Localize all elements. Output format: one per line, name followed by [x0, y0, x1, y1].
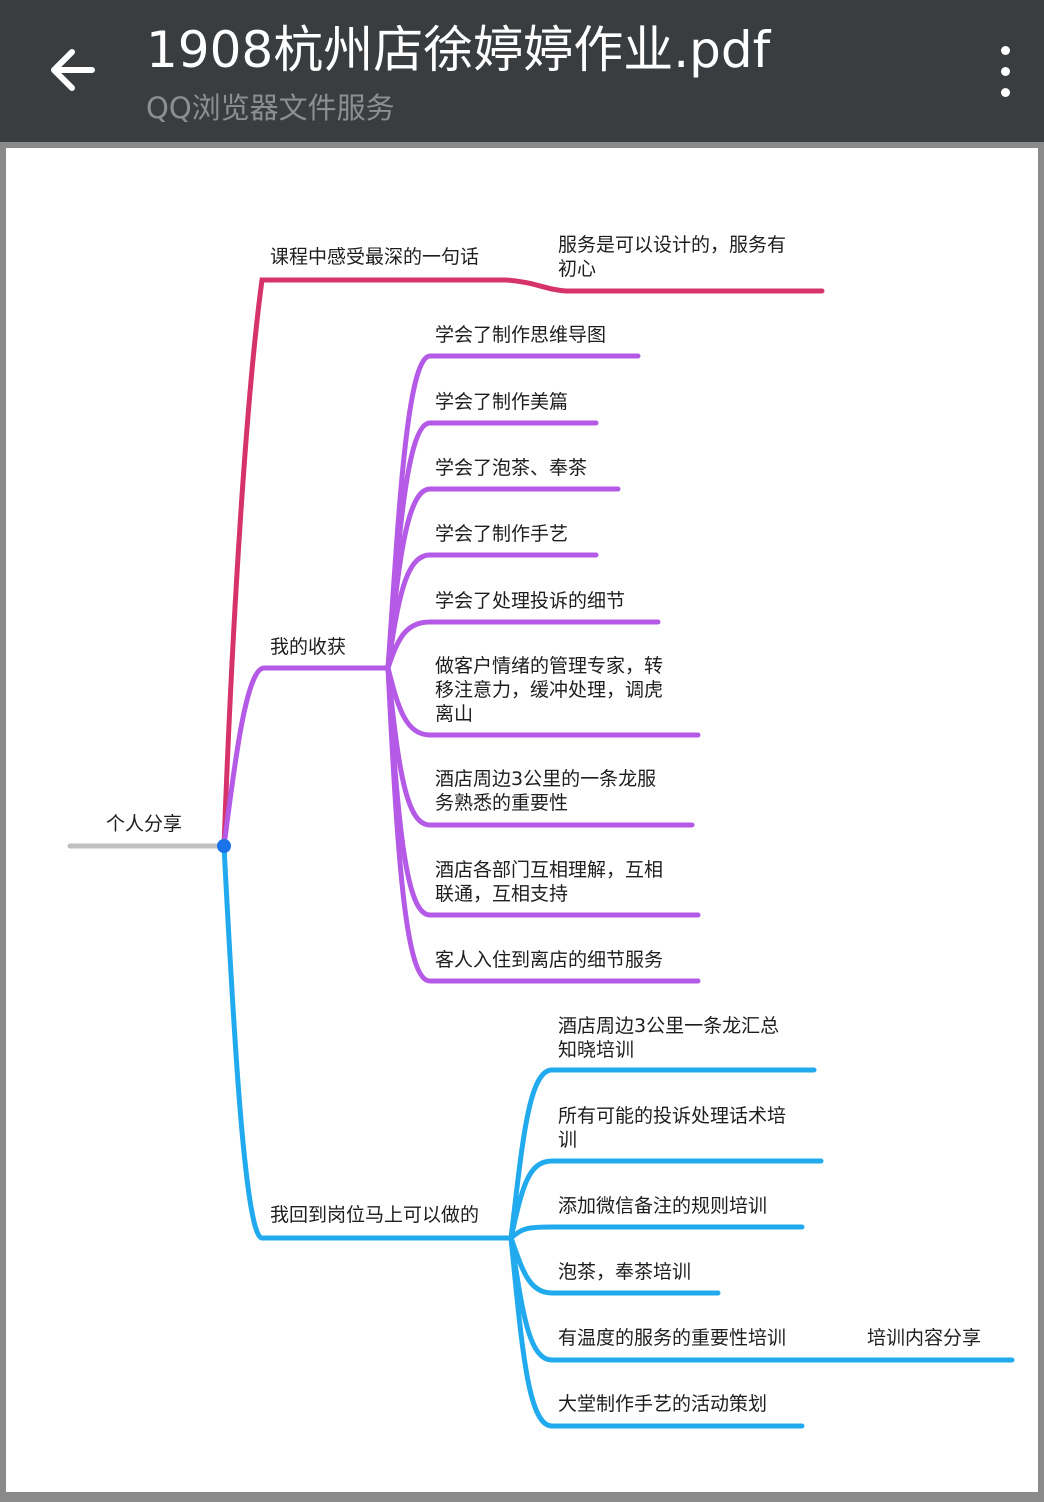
gain-item-7-line2: 务熟悉的重要性	[435, 792, 568, 814]
document-source: QQ浏览器文件服务	[146, 91, 395, 125]
branch1-child-line2: 初心	[558, 258, 596, 280]
gain-item-6-line2: 移注意力，缓冲处理，调虎	[435, 679, 663, 701]
action-item-2-line2: 训	[558, 1129, 577, 1151]
branch1-child-line1: 服务是可以设计的，服务有	[558, 234, 786, 256]
branch2-label: 我的收获	[270, 636, 346, 658]
gain-item-6-line3: 离山	[435, 703, 473, 725]
document-title: 1908杭州店徐婷婷作业.pdf	[146, 21, 771, 79]
center-node-dot	[217, 839, 231, 853]
gain-item-2: 学会了制作美篇	[435, 391, 568, 413]
gain-item-5: 学会了处理投诉的细节	[435, 590, 625, 612]
gain-item-8-line1: 酒店各部门互相理解，互相	[435, 859, 663, 881]
action-item-1-line1: 酒店周边3公里一条龙汇总	[558, 1015, 779, 1037]
action-item-6: 大堂制作手艺的活动策划	[558, 1393, 767, 1415]
branch1-label: 课程中感受最深的一句话	[270, 246, 479, 268]
branch2-connector	[221, 665, 391, 849]
branch1-connector	[221, 277, 825, 849]
gain-item-8-line2: 联通，互相支持	[435, 883, 568, 905]
action-item-3: 添加微信备注的规则培训	[558, 1195, 767, 1217]
action-item-1-line2: 知晓培训	[558, 1039, 634, 1061]
mind-map: 个人分享 课程中感受最深的一句话 服务是可以设计的，服务有 初心 我的收获 学会…	[67, 234, 1015, 1429]
more-vertical-icon[interactable]	[990, 44, 1020, 100]
gain-item-6-line1: 做客户情绪的管理专家，转	[435, 655, 663, 677]
action-item-5-sub: 培训内容分享	[867, 1327, 981, 1349]
action-item-2-line1: 所有可能的投诉处理话术培	[558, 1105, 786, 1127]
gain-item-3: 学会了泡茶、奉茶	[435, 457, 587, 479]
gain-item-9: 客人入住到离店的细节服务	[435, 949, 663, 971]
pdf-page: 个人分享 课程中感受最深的一句话 服务是可以设计的，服务有 初心 我的收获 学会…	[6, 148, 1038, 1492]
app-header: 1908杭州店徐婷婷作业.pdf QQ浏览器文件服务	[0, 0, 1044, 142]
branch3-connector	[221, 843, 514, 1241]
root-label: 个人分享	[106, 813, 182, 835]
branch3-label: 我回到岗位马上可以做的	[270, 1204, 479, 1226]
gain-item-4: 学会了制作手艺	[435, 523, 568, 545]
arrow-left-icon[interactable]	[44, 40, 104, 100]
gain-item-7-line1: 酒店周边3公里的一条龙服	[435, 768, 656, 790]
gain-item-1: 学会了制作思维导图	[435, 324, 606, 346]
action-item-4: 泡茶，奉茶培训	[558, 1261, 691, 1283]
action-item-5: 有温度的服务的重要性培训	[558, 1327, 786, 1349]
